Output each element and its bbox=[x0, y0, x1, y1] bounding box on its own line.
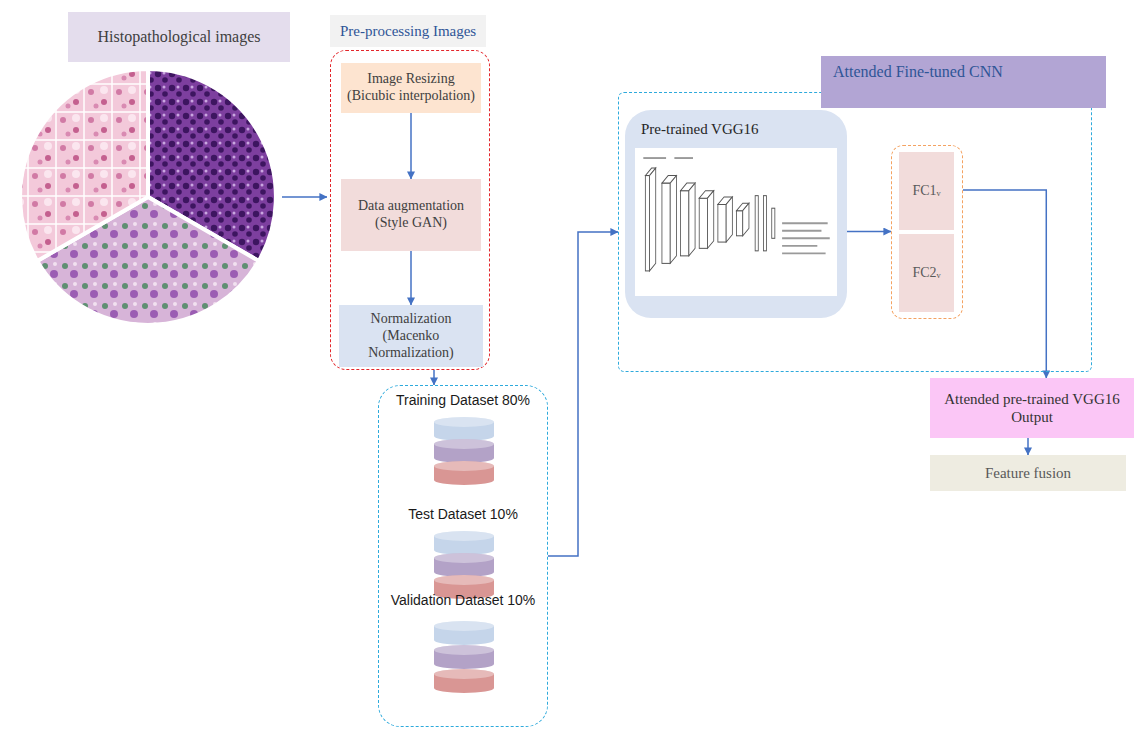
dataset-cylinder bbox=[434, 461, 494, 485]
box-label: Histopathological images bbox=[97, 27, 260, 46]
model-region: Attended Fine-tuned CNN Pre-trained VGG1… bbox=[618, 92, 1092, 372]
legend-marks bbox=[643, 158, 829, 253]
figure-ground bbox=[635, 148, 837, 296]
section-heading: Attended Fine-tuned CNN bbox=[821, 56, 1106, 108]
histology-pie bbox=[20, 69, 276, 325]
box-heading: Pre-trained VGG16 bbox=[641, 120, 759, 138]
dataset-region: Training Dataset 80% Test Dataset 10% Vali… bbox=[378, 385, 548, 727]
box-label: FC1ᵥ bbox=[912, 183, 940, 200]
conv-blocks bbox=[645, 168, 774, 271]
connector-arrow bbox=[433, 370, 435, 385]
process-box: Feature fusion bbox=[930, 455, 1126, 491]
backbone-box: Pre-trained VGG16 bbox=[625, 110, 847, 318]
box-label: Data augmentation (Style GAN) bbox=[347, 198, 475, 232]
split-label: Training Dataset 80% bbox=[379, 392, 547, 409]
split-label: Test Dataset 10% bbox=[379, 506, 547, 523]
connector-arrow bbox=[548, 232, 618, 556]
tissue-sector bbox=[20, 69, 148, 261]
dataset-cylinder bbox=[434, 553, 494, 577]
box-label: FC2ᵥ bbox=[912, 265, 940, 282]
fc-layer-box: FC2ᵥ bbox=[899, 234, 954, 312]
connector-arrow bbox=[1027, 438, 1029, 455]
dataset-cylinder bbox=[434, 621, 494, 645]
split-label: Validation Dataset 10% bbox=[379, 592, 547, 609]
process-box: Normalization (Macenko Normalization) bbox=[339, 305, 483, 367]
source-label-box: Histopathological images bbox=[68, 12, 290, 62]
process-box: Image Resizing (Bicubic interpolation) bbox=[341, 63, 481, 113]
output-box: Attended pre-trained VGG16 Output bbox=[930, 378, 1134, 438]
dataset-cylinder bbox=[434, 669, 494, 693]
box-label: Feature fusion bbox=[985, 464, 1071, 482]
connector-arrow bbox=[410, 113, 412, 179]
dataset-cylinder bbox=[434, 439, 494, 463]
connector-arrow bbox=[847, 231, 891, 233]
dataset-cylinder bbox=[434, 531, 494, 555]
box-label: Image Resizing (Bicubic interpolation) bbox=[347, 71, 475, 105]
fc-layer-box: FC1ᵥ bbox=[899, 152, 954, 230]
box-label: Normalization (Macenko Normalization) bbox=[345, 311, 477, 361]
vgg-architecture-figure bbox=[635, 148, 837, 296]
dataset-cylinder bbox=[434, 645, 494, 669]
preprocessing-region: Pre-processing ImagesImage Resizing (Bic… bbox=[330, 50, 490, 370]
fc-group: FC1ᵥFC2ᵥ bbox=[891, 145, 963, 319]
dataset-cylinder bbox=[434, 417, 494, 441]
dataset-cylinders bbox=[379, 386, 549, 728]
connector-arrow bbox=[410, 251, 412, 305]
connector-arrow bbox=[963, 190, 1046, 378]
box-label: Attended pre-trained VGG16 Output bbox=[936, 390, 1128, 426]
input-arrow bbox=[282, 196, 327, 198]
process-box: Data augmentation (Style GAN) bbox=[341, 179, 481, 251]
section-heading: Pre-processing Images bbox=[330, 15, 486, 47]
